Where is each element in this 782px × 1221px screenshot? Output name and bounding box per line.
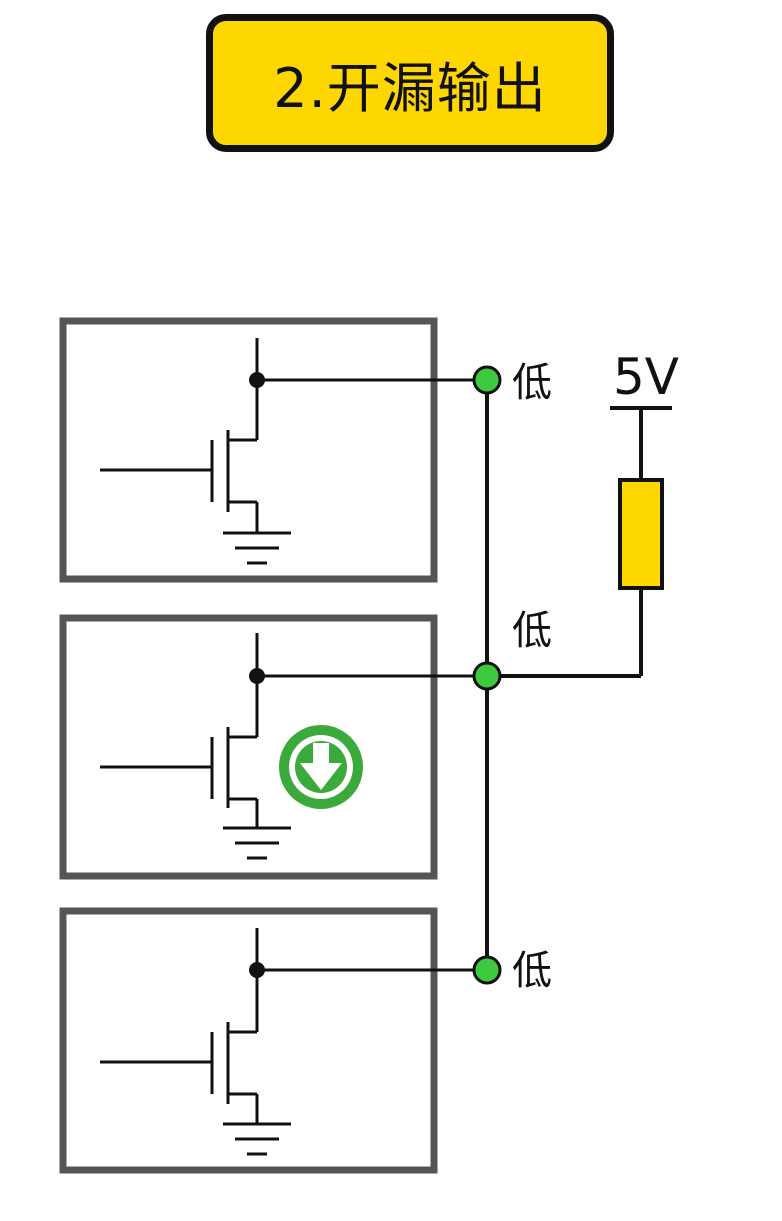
pull-up-resistor-branch: 5V	[610, 348, 679, 676]
node-label-3: 低	[512, 948, 552, 994]
module-box-1	[59, 317, 438, 583]
down-arrow-circle-icon	[279, 725, 363, 809]
junction-dot-3	[249, 962, 265, 978]
node-label-1: 低	[512, 360, 552, 406]
transistor-module-1	[59, 317, 487, 583]
transistor-module-3	[59, 907, 487, 1174]
supply-voltage-label: 5V	[613, 348, 679, 406]
output-node-3	[472, 955, 502, 985]
output-node-2	[472, 661, 502, 691]
junction-dot-2	[249, 668, 265, 684]
output-nodes	[472, 365, 502, 985]
pull-up-resistor	[618, 478, 664, 590]
transistor-module-2	[59, 614, 487, 880]
module-box-3	[59, 907, 438, 1174]
node-label-2: 低	[512, 608, 552, 654]
ground-symbol-icon	[223, 531, 291, 565]
shared-bus	[485, 380, 641, 970]
title-text: 2.开漏输出	[273, 56, 547, 120]
ground-symbol-icon	[223, 1122, 291, 1156]
module-box-2	[59, 614, 438, 880]
title-banner: 2.开漏输出	[206, 14, 614, 152]
junction-dot-1	[249, 372, 265, 388]
output-node-1	[472, 365, 502, 395]
ground-symbol-icon	[223, 826, 291, 860]
